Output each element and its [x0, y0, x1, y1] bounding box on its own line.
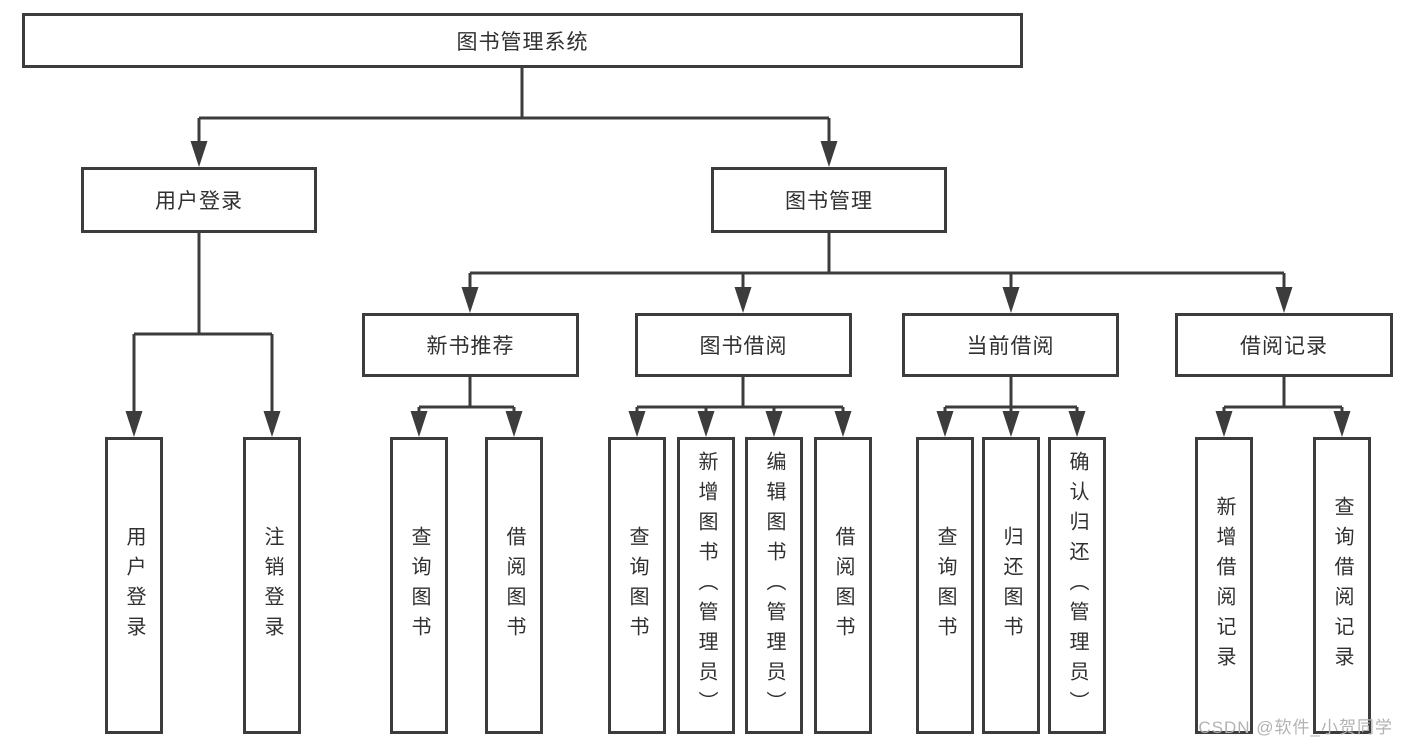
node-user-login: 用户登录 [81, 167, 317, 233]
watermark: CSDN @软件_小贺同学 [1198, 718, 1393, 737]
leaf-current-return-books: 归还图书 [982, 437, 1040, 734]
leaf-label: 借阅图书 [503, 525, 525, 646]
leaf-label: 注销登录 [261, 525, 283, 646]
leaf-borrow-edit-books-admin: 编辑图书（管理员） [745, 437, 803, 734]
leaf-label: 查询图书 [626, 525, 648, 646]
leaf-current-confirm-return-admin: 确认归还（管理员） [1048, 437, 1106, 734]
node-book-borrow: 图书借阅 [635, 313, 852, 377]
leaf-recommend-borrow-books: 借阅图书 [485, 437, 543, 734]
node-current-borrow: 当前借阅 [902, 313, 1119, 377]
leaf-borrow-add-books-admin: 新增图书（管理员） [677, 437, 735, 734]
node-borrow-records: 借阅记录 [1175, 313, 1393, 377]
node-new-book-recommend: 新书推荐 [362, 313, 579, 377]
leaf-current-query-books: 查询图书 [916, 437, 974, 734]
node-book-management: 图书管理 [711, 167, 947, 233]
leaf-logout: 注销登录 [243, 437, 301, 734]
leaf-label: 查询图书 [408, 525, 430, 646]
leaf-label: 查询图书 [934, 525, 956, 646]
leaf-user-login: 用户登录 [105, 437, 163, 734]
leaf-label: 新增借阅记录 [1213, 495, 1235, 676]
leaf-records-query-record: 查询借阅记录 [1313, 437, 1371, 734]
leaf-label: 归还图书 [1000, 525, 1022, 646]
leaf-borrow-borrow-books: 借阅图书 [814, 437, 872, 734]
leaf-label: 用户登录 [123, 525, 145, 646]
root-node-library-system: 图书管理系统 [22, 13, 1023, 68]
leaf-label: 查询借阅记录 [1331, 495, 1353, 676]
leaf-borrow-query-books: 查询图书 [608, 437, 666, 734]
leaf-records-add-record: 新增借阅记录 [1195, 437, 1253, 734]
leaf-label: 借阅图书 [832, 525, 854, 646]
leaf-label: 编辑图书（管理员） [763, 450, 785, 721]
leaf-label: 新增图书（管理员） [695, 450, 717, 721]
leaf-recommend-query-books: 查询图书 [390, 437, 448, 734]
leaf-label: 确认归还（管理员） [1066, 450, 1088, 721]
